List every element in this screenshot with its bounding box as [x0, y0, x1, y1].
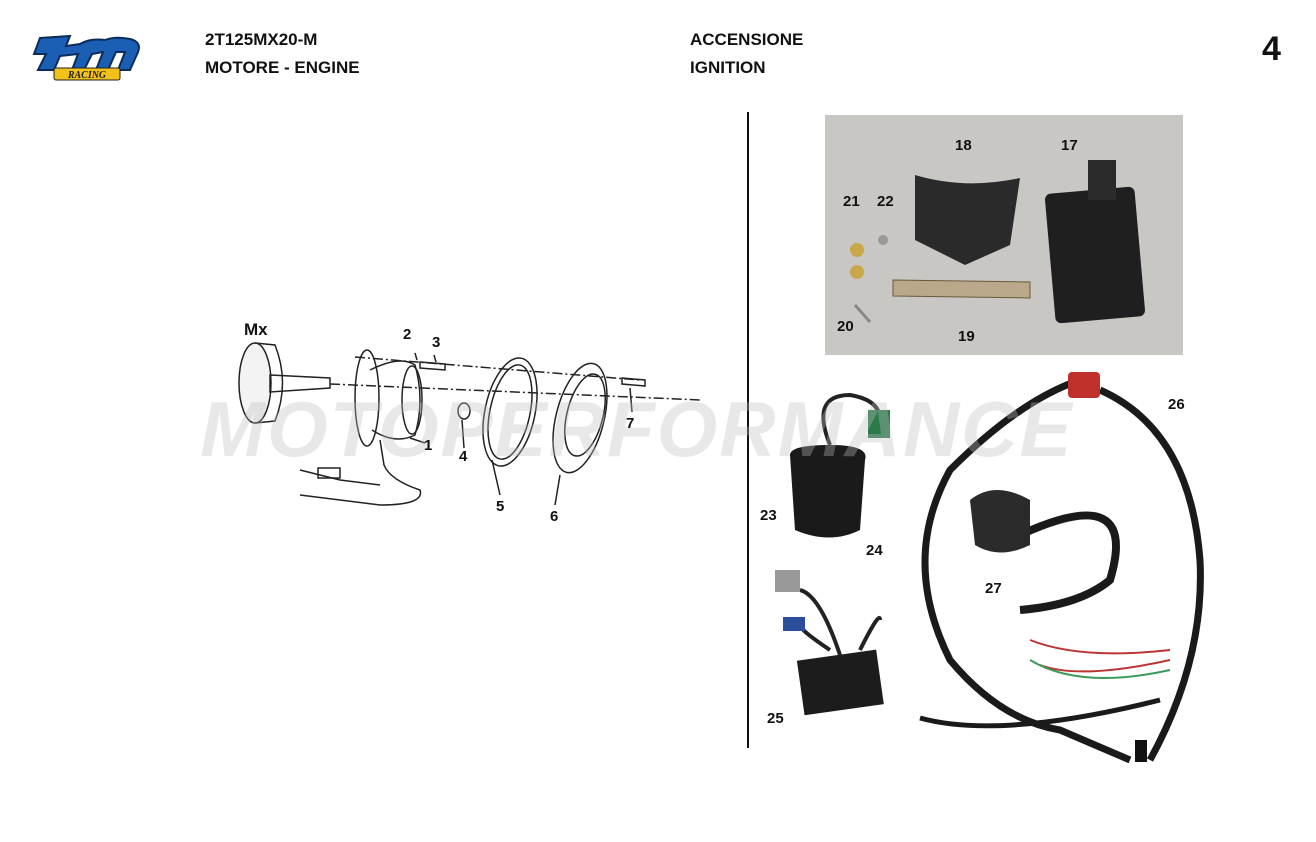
callout-20: 20 — [837, 318, 854, 335]
callout-1: 1 — [424, 437, 433, 454]
watermark: MOTOPERFORMANCE — [200, 385, 1074, 473]
callout-25: 25 — [767, 710, 784, 727]
callout-3: 3 — [432, 334, 441, 351]
callout-4: 4 — [459, 448, 468, 465]
variant-label: Mx — [244, 320, 268, 339]
group-title-en: IGNITION — [690, 58, 766, 77]
callout-19: 19 — [958, 328, 975, 345]
section-title: MOTORE - ENGINE — [205, 58, 360, 77]
tm-racing-logo: RACING — [30, 30, 142, 84]
model-code: 2T125MX20-M — [205, 30, 318, 49]
callout-24: 24 — [866, 542, 883, 559]
callout-27: 27 — [985, 580, 1002, 597]
column-divider — [747, 112, 749, 748]
callout-23: 23 — [760, 507, 777, 524]
callout-22: 22 — [877, 193, 894, 210]
page-number: 4 — [1262, 30, 1281, 68]
callout-5: 5 — [496, 498, 505, 515]
svg-text:RACING: RACING — [67, 70, 107, 81]
callout-6: 6 — [550, 508, 559, 525]
callout-26: 26 — [1168, 396, 1185, 413]
callout-2: 2 — [403, 326, 412, 343]
group-title-it: ACCENSIONE — [690, 30, 804, 49]
callout-18: 18 — [955, 137, 972, 154]
callout-17: 17 — [1061, 137, 1078, 154]
callout-7: 7 — [626, 415, 635, 432]
callout-21: 21 — [843, 193, 860, 210]
